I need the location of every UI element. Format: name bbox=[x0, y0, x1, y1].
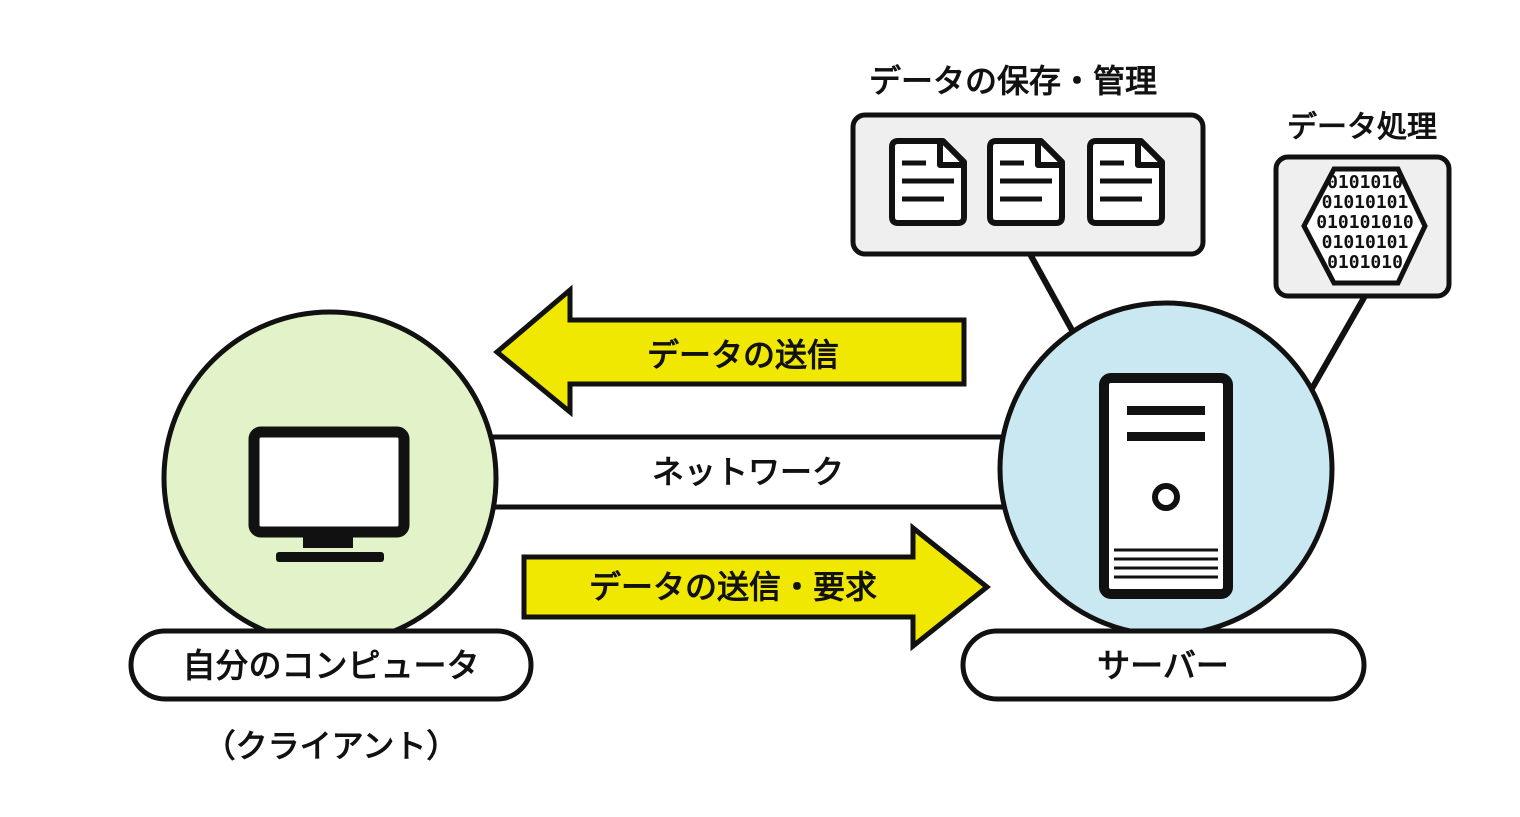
client-sublabel: （クライアント） bbox=[204, 727, 459, 765]
arrow-data-send-request: データの送信・要求 bbox=[521, 522, 992, 652]
processing-title: データ処理 bbox=[1287, 110, 1437, 145]
processing-panel: 0101010 01010101 010101010 01010101 0101… bbox=[1273, 154, 1452, 299]
document-icon bbox=[987, 138, 1065, 226]
server-label-pill: サーバー bbox=[960, 628, 1367, 702]
monitor-icon bbox=[248, 426, 410, 562]
server-label: サーバー bbox=[1097, 646, 1229, 685]
binary-row: 01010101 bbox=[1322, 232, 1409, 253]
binary-row: 0101010 bbox=[1327, 252, 1403, 273]
client-label: 自分のコンピュータ bbox=[183, 646, 480, 685]
document-icon bbox=[889, 138, 967, 226]
client-label-pill: 自分のコンピュータ bbox=[128, 628, 534, 702]
arrow-send-label: データの送信 bbox=[647, 336, 839, 374]
arrow-send-request-label: データの送信・要求 bbox=[589, 568, 877, 606]
document-icon bbox=[1087, 138, 1165, 226]
storage-title: データの保存・管理 bbox=[869, 62, 1157, 100]
processing-connector bbox=[1307, 294, 1368, 394]
binary-data-icon: 0101010 01010101 010101010 01010101 0101… bbox=[1301, 166, 1428, 286]
storage-panel bbox=[850, 112, 1206, 257]
binary-row: 010101010 bbox=[1316, 212, 1414, 233]
storage-connector bbox=[1027, 252, 1076, 334]
server-tower-icon bbox=[1099, 373, 1233, 599]
arrow-data-send: データの送信 bbox=[493, 284, 967, 418]
network-link bbox=[440, 434, 1060, 510]
binary-row: 0101010 bbox=[1327, 172, 1403, 193]
binary-row: 01010101 bbox=[1322, 192, 1409, 213]
network-label: ネットワーク bbox=[652, 453, 844, 491]
